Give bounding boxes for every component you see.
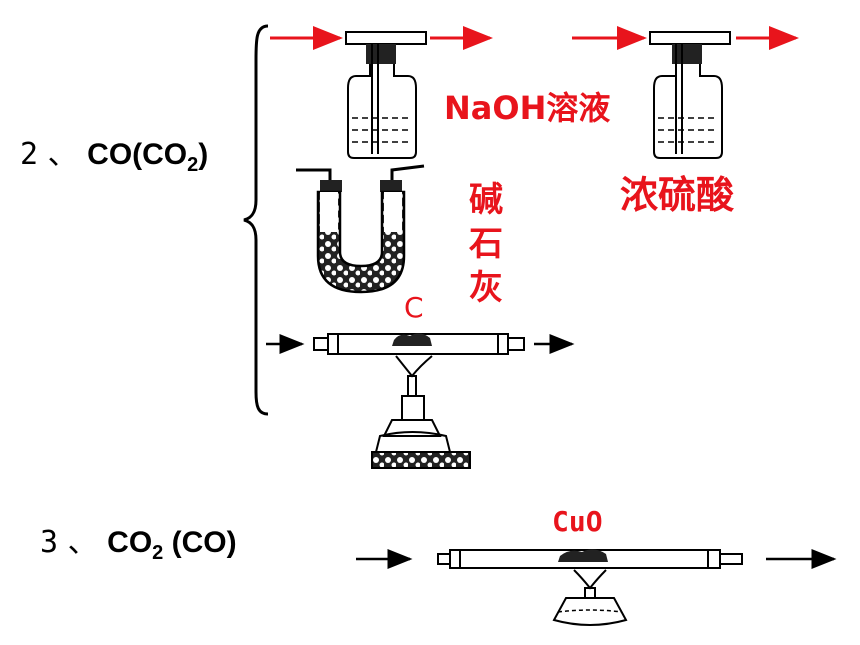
item3-formula: CO2 (CO) (107, 526, 237, 564)
combustion-tube-carbon (266, 333, 575, 469)
item3-number: 3 (40, 525, 59, 560)
cuo-label: CuO (552, 505, 603, 538)
item2-separator: 、 (47, 137, 78, 172)
conc-sulfuric-acid-label: 浓硫酸 (620, 173, 735, 217)
soda-lime-label: 碱 石 灰 (466, 178, 506, 310)
combustion-tube-cuo (356, 549, 837, 626)
item3-separator: 、 (67, 525, 98, 560)
naoh-solution-label: NaOH溶液 (444, 89, 611, 127)
u-tube-soda-lime (296, 164, 425, 294)
item2-number: 2 (20, 137, 39, 172)
gas-washing-bottle-sulfuric (572, 26, 799, 159)
soda-lime-char-3: 灰 (469, 268, 503, 308)
curly-brace (243, 24, 269, 416)
soda-lime-char-1: 碱 (469, 180, 503, 220)
item3-label: 3 、 CO2 (CO) (40, 525, 237, 564)
item2-label: 2 、 CO(CO2) (20, 137, 209, 176)
carbon-label: C (404, 291, 424, 324)
soda-lime-char-2: 石 (469, 224, 503, 264)
gas-washing-bottle-naoh (270, 26, 493, 159)
item2-formula: CO(CO2) (87, 138, 209, 176)
